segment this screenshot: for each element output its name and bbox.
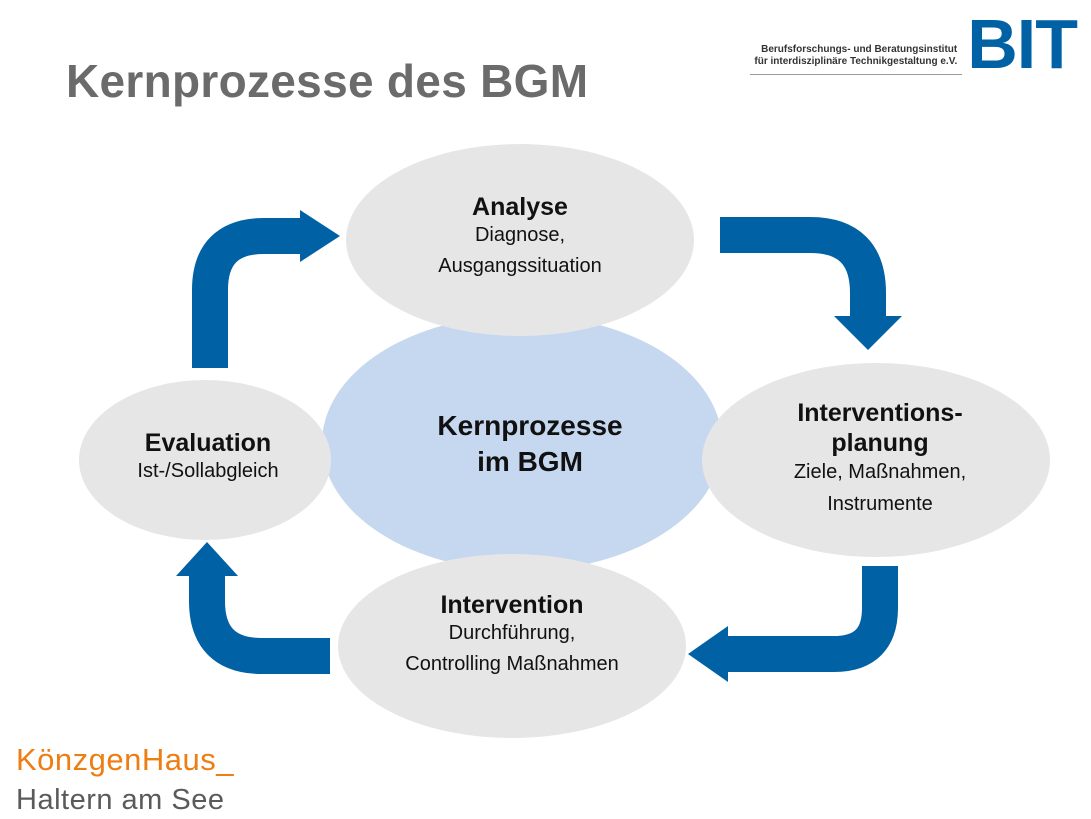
analyse-heading: Analyse xyxy=(472,193,568,221)
footer-brand: KönzgenHaus_ xyxy=(16,742,234,777)
node-interventionsplanung xyxy=(702,363,1050,557)
planung-heading2: planung xyxy=(831,429,929,457)
intervention-heading: Intervention xyxy=(440,591,584,619)
arrow-evaluation-to-analyse xyxy=(192,218,300,368)
analyse-line1: Diagnose, xyxy=(474,224,566,246)
center-label-line1: Kernprozesse xyxy=(437,410,623,441)
arrow-analyse-to-planung xyxy=(720,217,886,316)
arrowhead-analyse-to-planung xyxy=(834,316,902,350)
planung-line1: Ziele, Maßnahmen, xyxy=(793,461,967,483)
arrowhead-evaluation-to-analyse xyxy=(300,210,340,262)
node-intervention xyxy=(338,554,686,738)
bit-tagline: Berufsforschungs- und Beratungsinstitut … xyxy=(754,44,957,74)
center-ellipse xyxy=(322,315,722,571)
planung-heading1: Interventions- xyxy=(797,399,963,427)
bit-tagline-line2: für interdisziplinäre Technikgestaltung … xyxy=(754,56,958,67)
arrowhead-intervention-to-evaluation xyxy=(176,542,238,576)
center-label: Kernprozesse im BGM xyxy=(400,408,660,480)
analyse-line2: Ausgangssituation xyxy=(438,255,602,277)
arrow-planung-to-intervention xyxy=(728,566,898,672)
arrowhead-planung-to-intervention xyxy=(688,626,728,682)
intervention-line1: Durchführung, xyxy=(448,622,576,644)
evaluation-line1: Ist-/Sollabgleich xyxy=(137,460,279,482)
node-evaluation-label: Evaluation Ist-/Sollabgleich xyxy=(98,428,318,484)
bit-tagline-line1: Berufsforschungs- und Beratungsinstitut xyxy=(761,44,958,55)
planung-line2: Instrumente xyxy=(827,493,933,515)
node-analyse xyxy=(346,144,694,336)
node-evaluation xyxy=(79,380,331,540)
bit-logo: Berufsforschungs- und Beratungsinstitut … xyxy=(754,5,1078,83)
bit-logo-mark: BIT xyxy=(967,5,1078,83)
node-planung-label: Interventions- planung Ziele, Maßnahmen,… xyxy=(730,398,1030,522)
node-intervention-label: Intervention Durchführung, Controlling M… xyxy=(362,590,662,682)
evaluation-heading: Evaluation xyxy=(144,429,272,457)
logo-divider xyxy=(750,74,962,75)
node-analyse-label: Analyse Diagnose, Ausgangssituation xyxy=(370,192,670,284)
arrow-intervention-to-evaluation xyxy=(189,576,330,674)
center-label-line2: im BGM xyxy=(477,446,583,477)
page-title: Kernprozesse des BGM xyxy=(66,55,589,107)
intervention-line2: Controlling Maßnahmen xyxy=(405,653,619,675)
footer-location: Haltern am See xyxy=(16,784,225,816)
